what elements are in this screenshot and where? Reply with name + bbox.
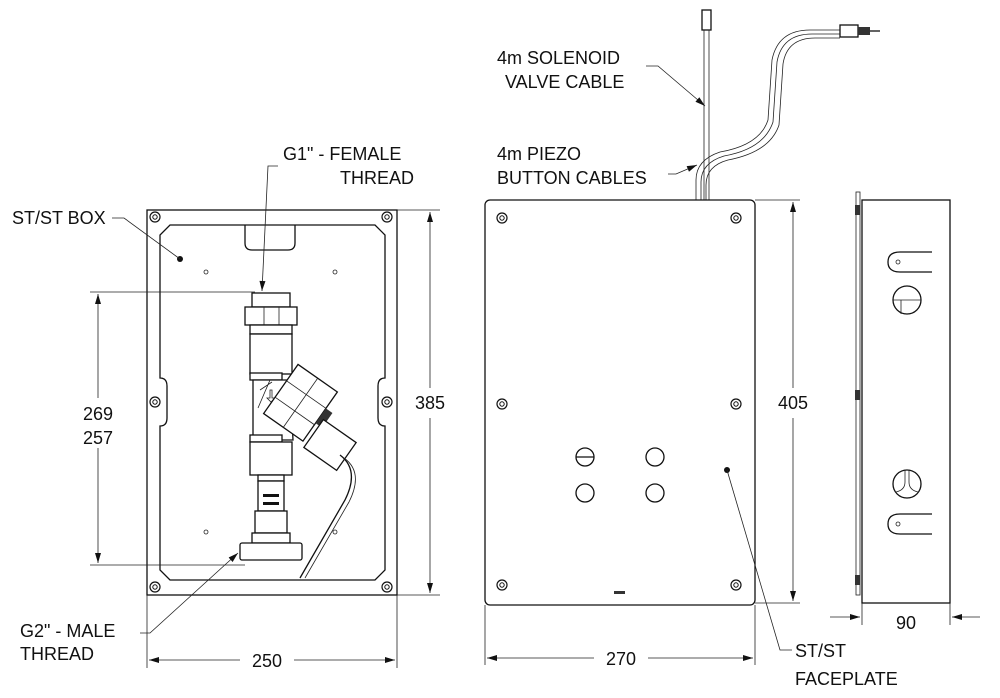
dimension-faceplate-height: 405 [755, 199, 808, 604]
callout-label: 4m SOLENOID [497, 48, 620, 68]
screw-icon [496, 212, 742, 591]
dimension-label: 250 [252, 651, 282, 671]
callout-label: 4m PIEZO [497, 144, 581, 164]
callout-label: FACEPLATE [795, 669, 898, 689]
callout-label: THREAD [340, 168, 414, 188]
callout-g2-male-thread: G2" - MALE THREAD [20, 552, 239, 664]
dimension-depth: 90 [830, 603, 980, 633]
valve-assembly [239, 292, 358, 579]
dimension-valve-height: 269 257 [83, 291, 255, 566]
dimension-label: 385 [415, 393, 445, 413]
callout-stst-faceplate: ST/ST FACEPLATE [726, 469, 898, 689]
side-view [855, 191, 951, 604]
dimension-label: 257 [83, 428, 113, 448]
dimension-box-height: 385 [397, 209, 445, 596]
callout-solenoid-cable: 4m SOLENOID VALVE CABLE [497, 48, 706, 107]
dimension-box-width: 250 [146, 595, 398, 671]
dimension-label: 405 [778, 393, 808, 413]
dimension-label: 90 [896, 613, 916, 633]
callout-label: ST/ST BOX [12, 208, 106, 228]
callout-g1-female-thread: G1" - FEMALE THREAD [259, 144, 414, 292]
callout-piezo-cables: 4m PIEZO BUTTON CABLES [497, 144, 698, 188]
faceplate-front-view [484, 199, 756, 606]
callout-label: ST/ST [795, 641, 846, 661]
callout-label: BUTTON CABLES [497, 168, 647, 188]
dimension-faceplate-width: 270 [484, 605, 756, 669]
callout-label: THREAD [20, 644, 94, 664]
callout-label: G2" - MALE [20, 621, 115, 641]
callout-label: G1" - FEMALE [283, 144, 401, 164]
dimension-label: 269 [83, 404, 113, 424]
callout-stst-box: ST/ST BOX [12, 208, 181, 260]
callout-label: VALVE CABLE [505, 72, 624, 92]
cables [695, 9, 880, 200]
piezo-button-icon [575, 447, 665, 503]
stst-box-front-view [146, 209, 398, 596]
dimension-label: 270 [606, 649, 636, 669]
